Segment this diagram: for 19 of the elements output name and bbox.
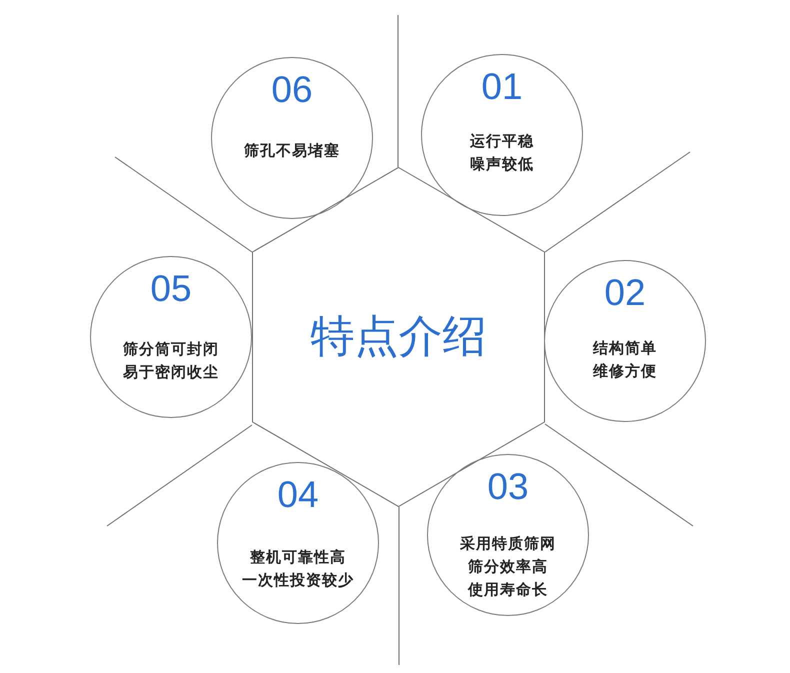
feature-text: 结构简单维修方便: [593, 338, 657, 382]
step-number: 01: [481, 67, 523, 107]
feature-text: 运行平稳噪声较低: [470, 131, 534, 175]
center-title: 特点介绍: [310, 311, 486, 363]
feature-circle: [421, 54, 583, 216]
feature-text: 筛孔不易堵塞: [244, 140, 340, 162]
feature-text: 采用特质筛网筛分效率高使用寿命长: [460, 534, 556, 600]
feature-circle: [90, 256, 252, 418]
step-number: 02: [604, 273, 646, 313]
feature-text: 筛分筒可封闭易于密闭收尘: [123, 339, 219, 383]
feature-circle: [544, 260, 706, 422]
step-number: 03: [487, 467, 529, 507]
feature-circle: [427, 454, 589, 616]
feature-circle: [211, 57, 373, 219]
step-number: 04: [277, 475, 319, 515]
step-number: 06: [271, 70, 313, 110]
step-number: 05: [150, 269, 192, 309]
feature-text: 整机可靠性高一次性投资较少: [242, 547, 354, 591]
feature-circle: [217, 462, 379, 624]
